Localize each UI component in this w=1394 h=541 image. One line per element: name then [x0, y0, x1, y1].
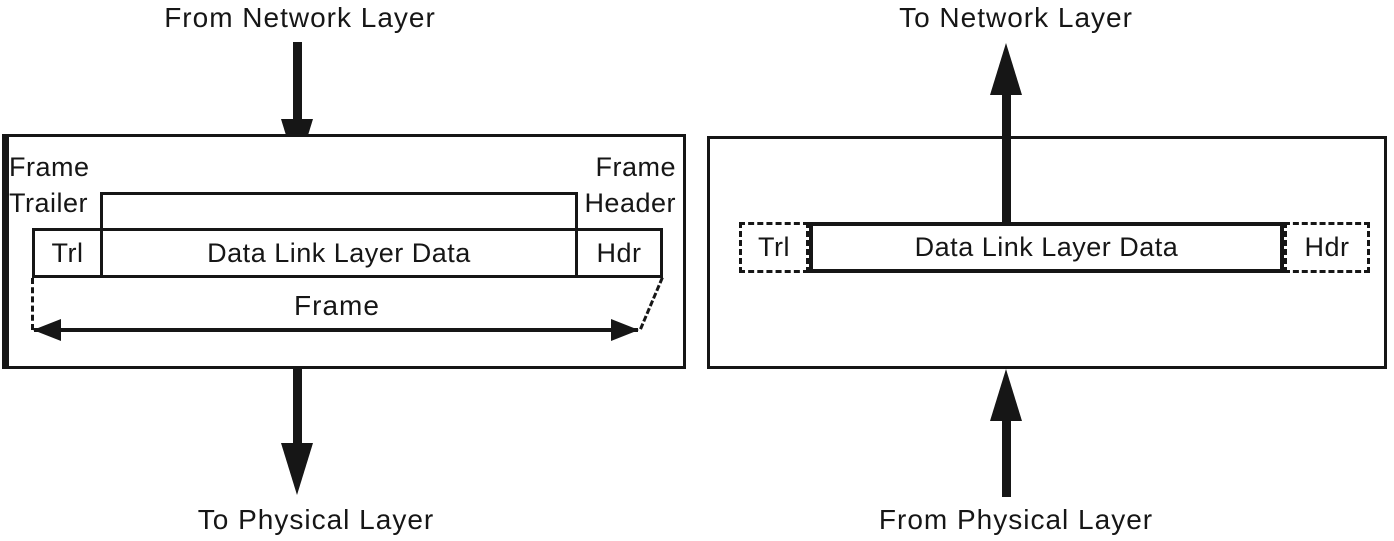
from-physical-layer-label: From Physical Layer [878, 504, 1154, 535]
physical-to-datalink-arrowhead-icon [990, 369, 1022, 421]
network-packet-box [100, 192, 578, 231]
frame-span-arrow-line [34, 328, 638, 332]
physical-to-datalink-arrow-shaft [1002, 421, 1011, 497]
receiver-data-cell: Data Link Layer Data [809, 222, 1284, 273]
receiver-header-cell: Hdr [1284, 222, 1370, 273]
frame-extent-dashed-line-left [31, 278, 34, 330]
to-network-layer-label: To Network Layer [899, 2, 1133, 33]
frame-span-arrowhead-left-icon [33, 319, 61, 341]
frame-header-callout: Frame Header [564, 149, 676, 221]
frame-span-label: Frame [294, 290, 380, 321]
to-physical-layer-label: To Physical Layer [197, 504, 435, 535]
datalink-to-network-arrowhead-icon [990, 43, 1022, 95]
frame-trailer-callout-line2: Trailer [9, 188, 89, 218]
frame-span-arrowhead-right-icon [611, 319, 639, 341]
frame-header-callout-line2: Header [584, 188, 676, 218]
frame-trailer-callout: Frame Trailer [9, 149, 121, 221]
from-network-layer-label: From Network Layer [164, 2, 436, 33]
sender-trailer-cell: Trl [32, 228, 103, 278]
datalink-to-physical-arrow-shaft [293, 369, 302, 443]
datalink-to-physical-arrowhead-icon [281, 443, 313, 495]
sender-header-cell: Hdr [575, 228, 663, 278]
receiver-trailer-cell: Trl [739, 222, 809, 273]
network-to-datalink-arrow-shaft [293, 42, 302, 119]
frame-trailer-callout-line1: Frame [9, 152, 90, 182]
sender-data-cell: Data Link Layer Data [100, 228, 578, 278]
datalink-to-network-arrow-shaft [1002, 95, 1011, 226]
frame-header-callout-line1: Frame [595, 152, 676, 182]
